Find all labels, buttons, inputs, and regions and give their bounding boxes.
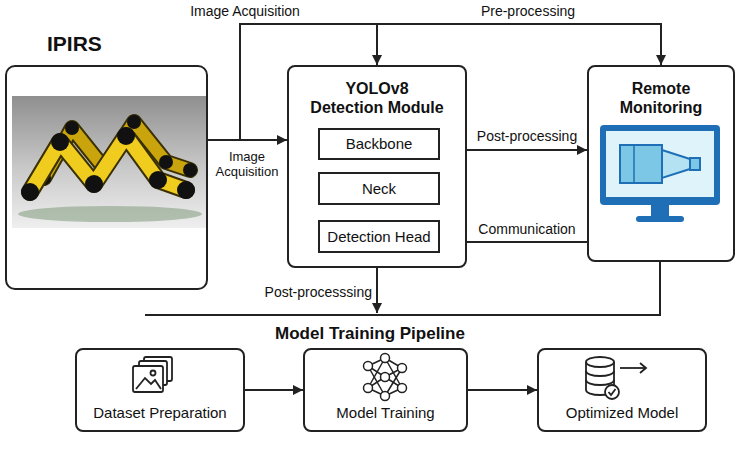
robot-illustration: [21, 183, 39, 201]
box-label: Dataset Preparation: [93, 404, 226, 422]
box-label: Model Training: [336, 404, 434, 422]
merge-line: [145, 262, 661, 315]
network-icon: [364, 354, 407, 401]
network-icon: [381, 392, 390, 401]
process-box: Dataset Preparation: [75, 348, 245, 432]
robot-illustration: [65, 121, 79, 135]
network-icon: [364, 384, 373, 393]
robot-illustration: [85, 175, 103, 193]
monitor-icon: [600, 125, 720, 205]
network-icon: [381, 354, 390, 363]
connector-arrow: [468, 389, 537, 391]
robot-illustration: [127, 115, 141, 129]
merge-line: [659, 262, 661, 315]
merge-line: [145, 314, 661, 316]
box-heading: YOLOv8 Detection Module: [289, 67, 465, 117]
monitor-icon: [600, 125, 720, 222]
box-heading: Remote Monitoring: [589, 67, 733, 117]
robot-illustration: [177, 181, 195, 199]
flow-label: Post-processsing: [246, 285, 374, 300]
edge-label: Image Acquisition: [188, 3, 302, 19]
dataset-icon: [133, 366, 163, 392]
monitor-icon: [690, 158, 700, 170]
robot-illustration: [12, 96, 206, 228]
edge-label: Post-processing: [475, 128, 579, 144]
network-icon: [381, 373, 390, 382]
dataset-icon: [136, 378, 161, 389]
connector-arrow: [467, 241, 587, 243]
section-heading: Model Training Pipeline: [273, 325, 467, 344]
monitor-icon: [606, 131, 714, 197]
box-heading: IPIRS: [47, 31, 102, 56]
database-icon: [586, 380, 614, 385]
robot-illustration: [159, 155, 173, 169]
process-box: Model Training: [303, 348, 468, 432]
database-icon: [640, 363, 646, 373]
network-icon: [398, 364, 407, 373]
connector-arrow: [208, 24, 661, 140]
box-label: Neck: [362, 180, 396, 198]
robot-illustration: [183, 163, 197, 177]
process-box: Optimized Model: [537, 348, 707, 432]
layer-box: Backbone: [318, 128, 440, 160]
database-icon: [586, 357, 614, 367]
database-icon: [605, 385, 619, 399]
robot-system-box: IPIRS: [5, 65, 208, 290]
robot-illustration: [117, 127, 135, 145]
merge-line: [376, 268, 378, 313]
layer-box: Detection Head: [318, 220, 440, 253]
monitor-icon: [662, 150, 690, 178]
connector-arrow: [245, 389, 303, 391]
robot-illustration: [18, 206, 202, 222]
box-label: Optimized Model: [566, 404, 679, 422]
monitor-icon: [620, 145, 662, 183]
monitor-icon: [633, 145, 635, 183]
database-icon: [620, 367, 646, 369]
monitor-icon: [636, 216, 684, 222]
connector-arrow: [467, 149, 587, 151]
edge-label: Communication: [476, 221, 577, 237]
database-icon: [586, 357, 646, 399]
monitor-icon: [651, 205, 669, 217]
robot-illustration: [149, 171, 167, 189]
robot-illustration: [51, 133, 69, 151]
layer-box: Neck: [318, 172, 440, 205]
dataset-icon: [151, 371, 156, 376]
module-box: YOLOv8 Detection ModuleBackboneNeckDetec…: [287, 65, 467, 268]
monitor-box: Remote Monitoring: [587, 65, 735, 262]
network-icon: [398, 384, 407, 393]
edge-label: Image Acquisition: [208, 150, 286, 180]
box-label: Detection Head: [327, 228, 430, 246]
network-icon: [364, 362, 373, 371]
edge-label: Pre-processing: [479, 3, 577, 19]
robot-illustration: [12, 96, 206, 228]
database-icon: [586, 371, 614, 376]
dataset-icon: [133, 357, 172, 392]
database-icon: [609, 389, 616, 395]
box-label: Backbone: [346, 135, 413, 153]
